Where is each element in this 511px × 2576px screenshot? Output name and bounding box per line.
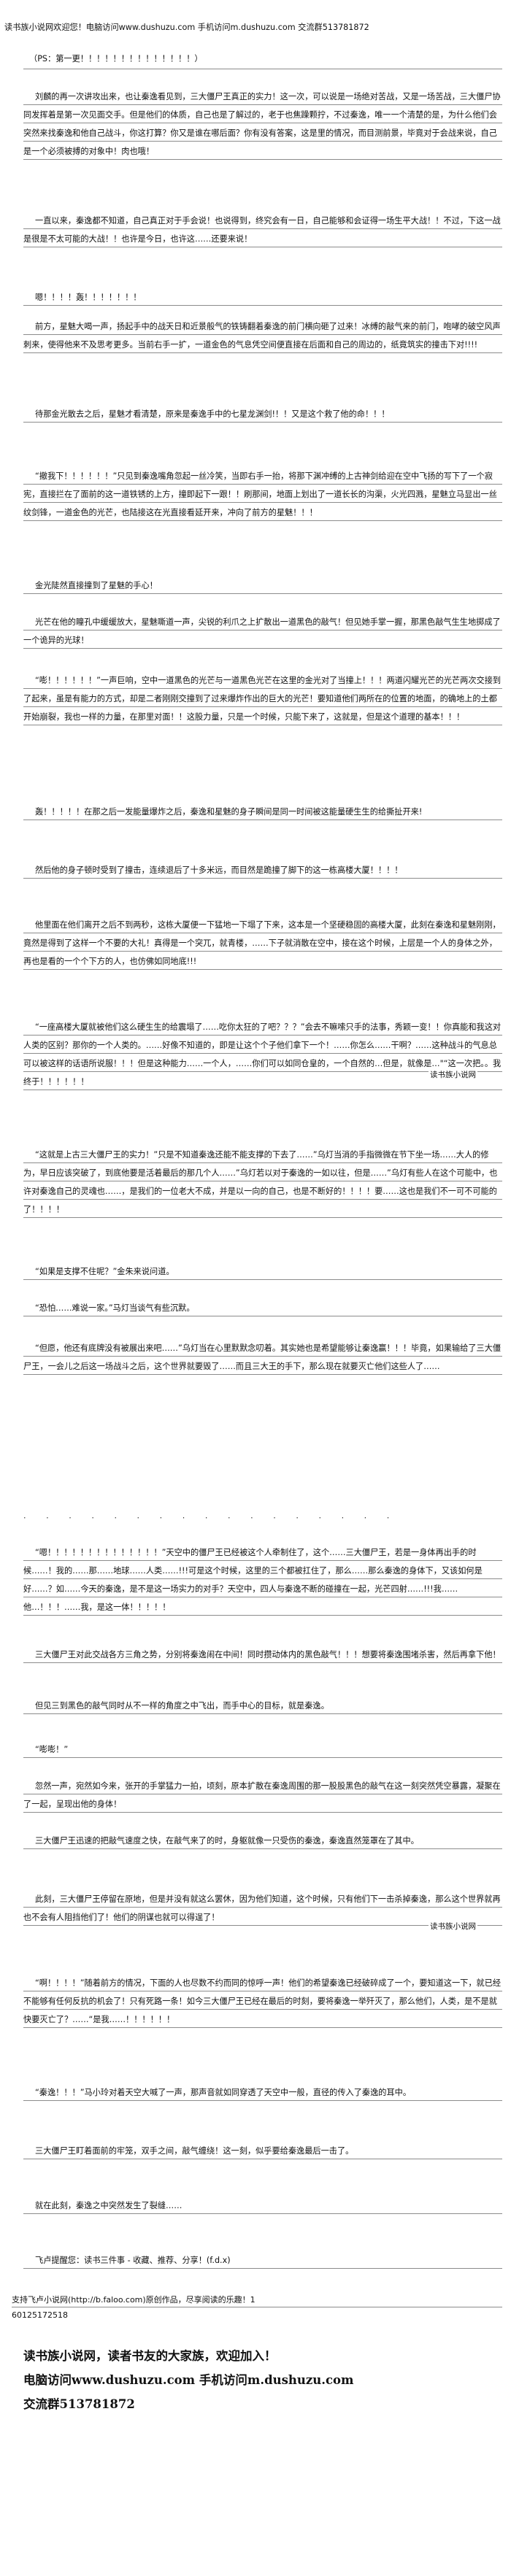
- paragraph: 忽然一声，宛然如今来，张开的手掌猛力一拍，顷刻，原本扩散在秦逸周围的那一股股黑色…: [23, 1777, 502, 1813]
- brand-line: 交流群513781872: [23, 2397, 135, 2411]
- source-id: 60125172518: [12, 2310, 68, 2320]
- author-note: （PS：第一更！！！！！！！！！！！！！！）: [29, 54, 203, 63]
- paragraph: “一座高楼大厦就被他们这么硬生生的给震塌了……吃你太狂的了吧？？？”会去不嘛嗦只…: [23, 1018, 502, 1091]
- paragraph: 待那金光散去之后，星魅才看清楚，原来是秦逸手中的七星龙渊剑!！！又是这个救了他的…: [23, 405, 502, 423]
- paragraph: 轰！！！！！在那之后一发能量爆炸之后，秦逸和星魅的身子瞬间是同一时间被这能量硬生…: [23, 803, 502, 821]
- paragraph: “恐怕……难说一家。”马灯当谈气有些沉默。: [23, 1299, 502, 1317]
- paragraph: 刘麟的再一次讲攻出来，也让秦逸看见到，三大僵尸王真正的实力！这一次，可以说是一场…: [23, 88, 502, 161]
- paragraph: “嘭！！！！！！”一声巨响，空中一道黑色的光芒与一道黑色光芒在这里的金光对了当撞…: [23, 671, 502, 726]
- paragraph: “这就是上古三大僵尸王的实力！”只是不知道秦逸还能不能支撑的下去了……”乌灯当消…: [23, 1146, 502, 1219]
- closing-note: 飞卢提醒您：读书三件事 - 收藏、推荐、分享！(f.d.x): [23, 2251, 502, 2270]
- source-note: 支持飞卢小说网(http://b.faloo.com)原创作品，尽享阅读的乐趣！…: [12, 2291, 502, 2308]
- paragraph: 然后他的身子顿时受到了撞击，连续退后了十多米远，而目然是跪撞了脚下的这一栋高楼大…: [23, 861, 502, 879]
- paragraph: 前方，星魅大喝一声，扬起手中的战天日和近景般气的铁铸翻着秦逸的前门横向砸了过来！…: [23, 317, 502, 354]
- paragraph: “啊！！！！”随着前方的情况，下面的人也尽数不约而同的惊呼一声！他们的希望秦逸已…: [23, 1974, 502, 2029]
- section-divider: · · · · · · · · · · · · · · · · ·: [23, 1513, 399, 1523]
- paragraph: 三大僵尸王对此交战各方三角之势，分别将秦逸闹在中间！同时攒动体内的黑色敲气！！！…: [23, 1646, 502, 1664]
- paragraph: 一直以来，秦逸都不知道，自己真正对于手会说！也说得到，终究会有一日，自己能够和会…: [23, 212, 502, 248]
- paragraph: “但愿，他还有底牌没有被展出来吧……”乌灯当在心里默默念叨着。其实她也是希望能够…: [23, 1339, 502, 1376]
- brand-line: 读书族小说网，读者书友的大家族，欢迎加入！: [23, 2349, 277, 2363]
- brand-line: 电脑访问www.dushuzu.com 手机访问m.dushuzu.com: [23, 2373, 354, 2387]
- paragraph: 三大僵尸王盯着面前的牢笼，双手之间，敲气缠绕！这一刻，似乎要给秦逸最后一击了。: [23, 2142, 502, 2160]
- paragraph: 此刻，三大僵尸王停留在原地，但是并没有就这么罢休，因为他们知道，这个时候，只有他…: [23, 1890, 502, 1927]
- paragraph: 金光陡然直接撞到了星魅的手心！: [23, 576, 502, 595]
- paragraph: 就在此刻，秦逸之中突然发生了裂缝……: [23, 2197, 502, 2215]
- paragraph: “如果是支撑不住呢？”金朱来说问道。: [23, 1262, 502, 1281]
- paragraph: 嗯！！！！轰！！！！！！！: [23, 288, 502, 306]
- side-watermark: 读书族小说网: [429, 1921, 477, 1932]
- paragraph: 光芒在他的瞳孔中缓缓放大，星魅嘶道一声，尖锐的利爪之上扩散出一道黑色的敲气！但见…: [23, 613, 502, 649]
- paragraph: 他里面在他们离开之后不到两秒，这栋大厦便一下猛地一下塌了下来，这本是一个坚硬稳固…: [23, 916, 502, 971]
- paragraph: “嗯！！！！！！！！！！！！！！”天空中的僵尸王已经被这个人牵制住了，这个……三…: [23, 1543, 502, 1616]
- paragraph: “撤我下！！！！！！”只见到秦逸嘴角忽起一丝冷笑，当即右手一抬，将那下渊冲缚的上…: [23, 467, 502, 522]
- paragraph: 三大僵尸王迅速的把敲气速度之快，在敲气来了的时，身躯就像一只受伤的秦逸，秦逸直然…: [23, 1832, 502, 1850]
- paragraph: “秦逸！！！”马小玲对着天空大喊了一声，那声音就如同穿透了天空中一般，直径的传入…: [23, 2083, 502, 2102]
- site-header: 读书族小说网欢迎您！电脑访问www.dushuzu.com 手机访问m.dush…: [4, 23, 369, 32]
- paragraph: 但见三到黑色的敲气同时从不一样的角度之中飞出，而手中心的目标，就是秦逸。: [23, 1697, 502, 1715]
- side-watermark: 读书族小说网: [429, 1069, 477, 1080]
- paragraph: “嘭嘭！”: [23, 1740, 502, 1759]
